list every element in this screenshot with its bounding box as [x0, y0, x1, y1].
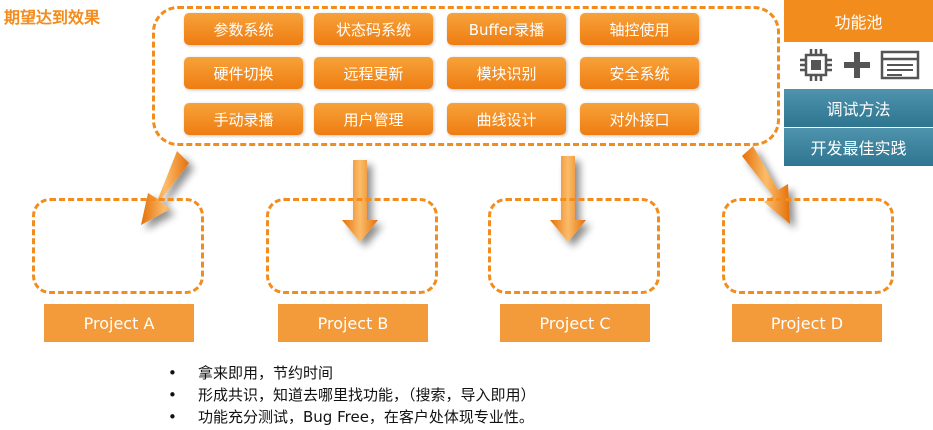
feature-item[interactable]: 远程更新: [314, 57, 433, 89]
feature-pool-frame: [152, 6, 780, 146]
benefit-list: 拿来即用，节约时间 形成共识，知道去哪里找功能，（搜索，导入即用） 功能充分测试…: [168, 362, 536, 428]
arrow-to-project-b: [342, 160, 378, 242]
feature-item[interactable]: 曲线设计: [447, 103, 566, 135]
arrow-to-project-a: [141, 151, 189, 225]
feature-item[interactable]: 参数系统: [184, 13, 303, 45]
side-panel-header[interactable]: 功能池: [784, 0, 933, 42]
feature-item[interactable]: 安全系统: [580, 57, 699, 89]
project-frame-c: [488, 198, 660, 294]
feature-item[interactable]: 模块识别: [447, 57, 566, 89]
page-title: 期望达到效果: [4, 8, 101, 27]
project-frame-d: [722, 198, 894, 294]
chip-icon: [799, 49, 832, 81]
feature-item[interactable]: 硬件切换: [184, 57, 303, 89]
project-frame-b: [266, 198, 438, 294]
benefit-item: 功能充分测试，Bug Free，在客户处体现专业性。: [168, 406, 536, 428]
feature-item[interactable]: Buffer录播: [447, 13, 566, 45]
window-icon: [880, 50, 919, 80]
side-item-debug-methods[interactable]: 调试方法: [784, 89, 933, 127]
feature-item[interactable]: 用户管理: [314, 103, 433, 135]
project-label-d[interactable]: Project D: [732, 304, 882, 342]
feature-item[interactable]: 对外接口: [580, 103, 699, 135]
project-label-b[interactable]: Project B: [278, 304, 428, 342]
benefit-item: 拿来即用，节约时间: [168, 362, 536, 384]
project-label-a[interactable]: Project A: [44, 304, 194, 342]
benefit-item: 形成共识，知道去哪里找功能，（搜索，导入即用）: [168, 384, 536, 406]
project-frame-a: [32, 198, 204, 294]
arrow-to-project-d: [742, 146, 790, 224]
plus-icon: [843, 52, 870, 78]
feature-item[interactable]: 轴控使用: [580, 13, 699, 45]
side-item-best-practices[interactable]: 开发最佳实践: [784, 128, 933, 166]
project-label-c[interactable]: Project C: [500, 304, 650, 342]
feature-item[interactable]: 状态码系统: [314, 13, 433, 45]
feature-item[interactable]: 手动录播: [184, 103, 303, 135]
side-panel-icons: [784, 42, 933, 88]
